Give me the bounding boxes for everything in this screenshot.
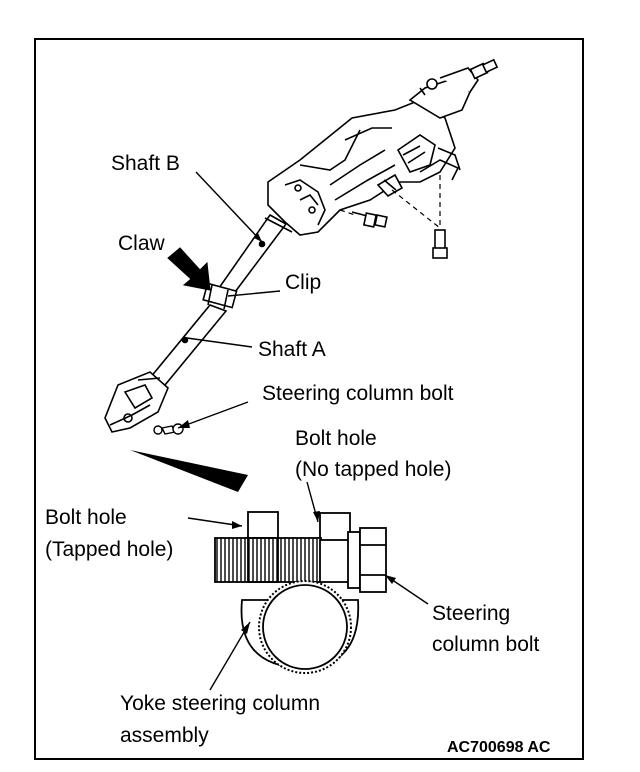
steering-column-bolt-small xyxy=(153,423,184,435)
label-shaft-b: Shaft B xyxy=(111,152,180,175)
label-clip: Clip xyxy=(285,271,321,294)
leader-arrowheads xyxy=(178,233,396,634)
label-shaft-a: Shaft A xyxy=(258,338,326,361)
steering-column-housing xyxy=(267,58,499,259)
shaft-a xyxy=(148,304,228,386)
bolt-alignment-lines xyxy=(339,175,441,229)
label-yoke: Yoke steering column xyxy=(120,692,320,715)
label-bolt-hole-no-tapped: Bolt hole xyxy=(295,427,377,450)
universal-joint xyxy=(104,371,169,433)
label-claw: Claw xyxy=(118,232,166,255)
label-bolt-hole-no-tapped-note: (No tapped hole) xyxy=(295,458,451,481)
claw-arrow xyxy=(167,247,211,291)
enlarge-wedge xyxy=(130,450,248,492)
label-column-bolt: column bolt xyxy=(432,633,540,656)
yoke-detail xyxy=(214,511,387,674)
shaft-b xyxy=(217,213,293,298)
figure-code: AC700698 AC xyxy=(447,739,551,756)
clip xyxy=(202,282,238,310)
label-bolt-hole-tapped-note: (Tapped hole) xyxy=(45,538,173,561)
label-steering: Steering xyxy=(432,602,510,625)
label-bolt-hole-tapped: Bolt hole xyxy=(45,506,127,529)
figure-frame xyxy=(34,38,584,760)
label-steering-column-bolt: Steering column bolt xyxy=(262,382,454,405)
label-yoke-assembly: assembly xyxy=(120,724,209,747)
